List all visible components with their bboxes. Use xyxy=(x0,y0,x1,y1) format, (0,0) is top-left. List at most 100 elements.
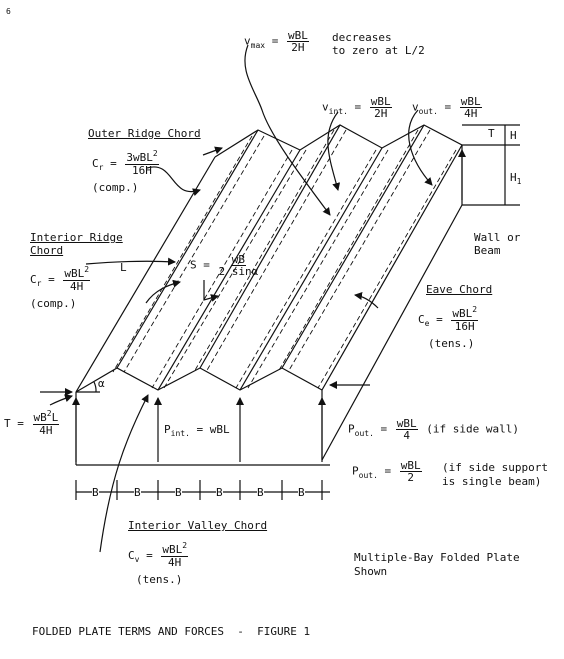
bay-label: B xyxy=(92,486,99,499)
valley-denominator: 4H xyxy=(168,556,182,569)
eave-numerator-exponent: 2 xyxy=(472,305,478,314)
interior-ridge-numerator: wBL xyxy=(64,267,85,280)
outer-ridge-note: (comp.) xyxy=(92,181,139,194)
figure-caption: FOLDED PLATE TERMS AND FORCES - FIGURE 1 xyxy=(32,625,311,638)
bay-label: B xyxy=(216,486,223,499)
tie-numerator-exponent: 2 xyxy=(46,409,52,418)
vint-numerator: wBL xyxy=(369,95,392,108)
outer-ridge-numerator-exponent: 2 xyxy=(152,149,158,158)
vout-subscript: out. xyxy=(418,106,438,116)
interior-ridge-title-1: Interior Ridge xyxy=(30,231,123,244)
pout1-symbol: P xyxy=(348,422,355,436)
pout1-denominator: 4 xyxy=(403,429,411,442)
vout-symbol: v xyxy=(412,100,419,114)
eave-chord-note: (tens.) xyxy=(428,337,475,350)
bay-label: B xyxy=(175,486,182,499)
interior-ridge-denominator: 4H xyxy=(70,280,84,293)
pint-equation: = wBL xyxy=(196,423,230,436)
outer-ridge-denominator: 16H xyxy=(132,164,152,177)
wall-label-1: Wall or xyxy=(474,231,521,244)
back-end-profile xyxy=(214,124,463,205)
alpha-angle-label: α xyxy=(98,377,105,390)
pint-formula: Pint. = wBL xyxy=(164,423,230,439)
vmax-note-1: decreases xyxy=(332,31,392,44)
pout2-note-2: is single beam) xyxy=(442,475,542,488)
interior-ridge-subscript: r xyxy=(36,279,42,288)
vmax-denominator: 2H xyxy=(291,41,305,54)
pout2-symbol: P xyxy=(352,464,359,478)
vint-symbol: v xyxy=(322,100,329,114)
ridge-line-3 xyxy=(281,124,425,369)
eave-subscript: e xyxy=(424,319,430,328)
shear-numerator: wB xyxy=(230,253,246,266)
interior-valley-chord-title: Interior Valley Chord xyxy=(128,519,268,532)
tie-numerator-tail: L xyxy=(51,411,59,424)
dim-H1: H1 xyxy=(510,171,522,187)
pout2-note-1: (if side support xyxy=(442,461,548,474)
eave-symbol: C xyxy=(418,313,425,326)
bay-label: B xyxy=(257,486,264,499)
pout2-denominator: 2 xyxy=(407,471,415,484)
valley-subscript: v xyxy=(134,555,140,564)
pout2-subscript: out. xyxy=(358,470,378,480)
outer-ridge-symbol: C xyxy=(92,157,99,170)
pout1-note: (if side wall) xyxy=(426,422,519,436)
shear-symbol: S xyxy=(190,258,197,272)
interior-ridge-symbol: C xyxy=(30,273,37,286)
tie-denominator: 4H xyxy=(39,424,53,437)
pint-subscript: int. xyxy=(170,429,190,438)
vmax-symbol: v xyxy=(244,34,251,48)
dim-T: T xyxy=(488,127,495,140)
ridge-line-1 xyxy=(116,129,259,369)
eave-chord-left xyxy=(75,156,216,393)
tie-numerator: wB xyxy=(33,411,47,424)
eave-chord-right xyxy=(321,144,463,391)
dim-H1-symbol: H xyxy=(510,171,517,184)
tie-symbol: T xyxy=(4,417,11,430)
vmax-numerator: wBL xyxy=(286,29,309,42)
vout-numerator: wBL xyxy=(459,95,482,108)
pout1-numerator: wBL xyxy=(395,417,418,430)
shown-note-2: Shown xyxy=(354,565,388,578)
valley-numerator: wBL xyxy=(162,543,183,556)
valley-line-2 xyxy=(239,147,383,391)
bay-label: B xyxy=(298,486,305,499)
valley-symbol: C xyxy=(128,549,135,562)
vint-denominator: 2H xyxy=(374,107,388,120)
dim-H: H xyxy=(510,129,517,142)
outer-ridge-subscript: r xyxy=(98,163,104,172)
interior-ridge-numerator-exponent: 2 xyxy=(84,265,90,274)
valley-line-1 xyxy=(157,149,301,391)
eave-chord-title: Eave Chord xyxy=(426,283,493,296)
vint-subscript: int. xyxy=(328,106,348,116)
shown-note-1: Multiple-Bay Folded Plate xyxy=(354,551,520,564)
vout-denominator: 4H xyxy=(464,107,478,120)
interior-ridge-title-2: Chord xyxy=(30,244,64,257)
pout1-subscript: out. xyxy=(354,428,374,438)
eave-denominator: 16H xyxy=(454,320,475,333)
bay-label: B xyxy=(134,486,141,499)
span-length-label: L xyxy=(120,261,127,274)
ridge-line-2 xyxy=(199,124,341,369)
vmax-subscript: max xyxy=(250,40,266,50)
page-number: 6 xyxy=(6,7,11,16)
eave-numerator: wBL xyxy=(452,307,473,320)
dim-H1-subscript: 1 xyxy=(516,177,522,186)
valley-numerator-exponent: 2 xyxy=(182,541,188,550)
wall-top xyxy=(321,204,463,461)
valley-chord-note: (tens.) xyxy=(136,573,183,586)
shear-denominator: 2 sinα xyxy=(218,265,259,278)
pout2-numerator: wBL xyxy=(399,459,422,472)
